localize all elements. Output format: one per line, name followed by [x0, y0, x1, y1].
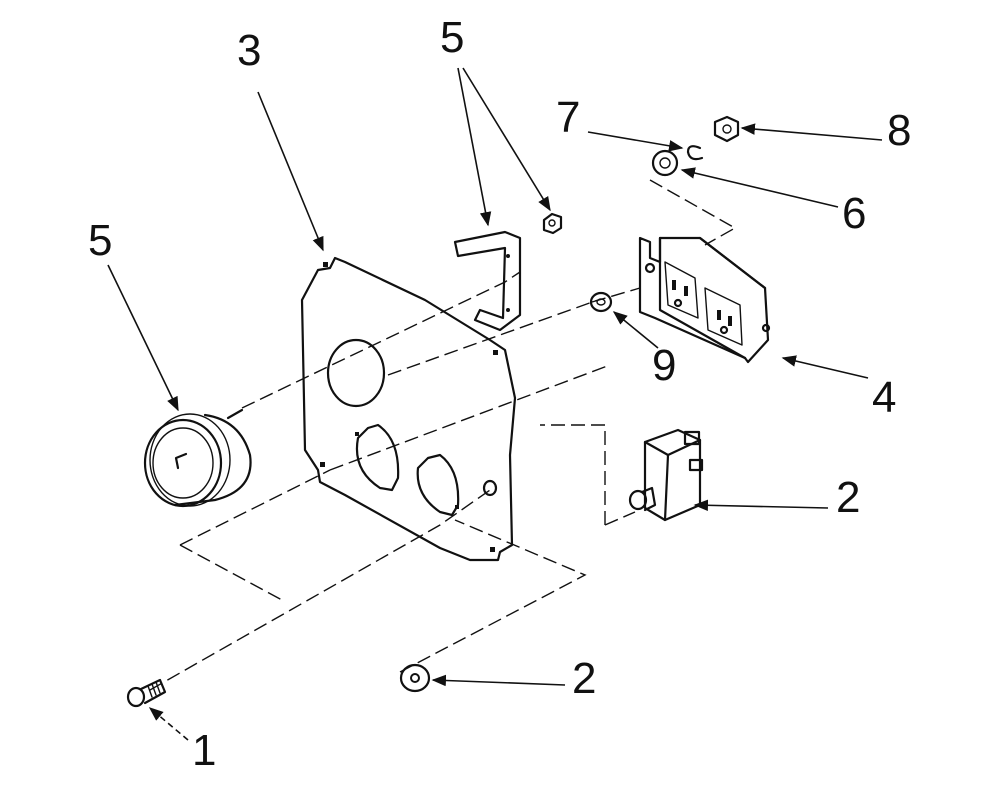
callout-5-left: 5	[88, 216, 112, 265]
screw	[126, 678, 167, 708]
flat-washer-6	[651, 149, 679, 177]
callout-5-top: 5	[440, 13, 464, 62]
hex-nut-8	[713, 115, 740, 143]
circuit-breaker	[628, 428, 704, 522]
callout-labels: 3 5 5 7 8 6 9 4 2 2 1	[88, 13, 911, 775]
callout-6: 6	[842, 189, 866, 238]
lock-washer-7	[686, 145, 704, 161]
callout-8: 8	[887, 106, 911, 155]
gauge-bracket	[453, 230, 522, 332]
gauge	[143, 408, 252, 508]
callout-2-switch: 2	[836, 473, 860, 522]
callout-9: 9	[652, 341, 676, 390]
callout-1: 1	[192, 726, 216, 775]
mounting-plate	[300, 256, 517, 562]
callout-7: 7	[556, 93, 580, 142]
leader-arrows	[107, 67, 883, 741]
callout-4: 4	[872, 373, 896, 422]
callout-3: 3	[237, 26, 261, 75]
assembly-lines	[149, 179, 737, 691]
washer-9	[589, 291, 613, 313]
washer-2	[399, 663, 431, 693]
callout-2-washer: 2	[572, 654, 596, 703]
receptacle	[638, 236, 771, 364]
bracket-nut	[542, 212, 563, 235]
